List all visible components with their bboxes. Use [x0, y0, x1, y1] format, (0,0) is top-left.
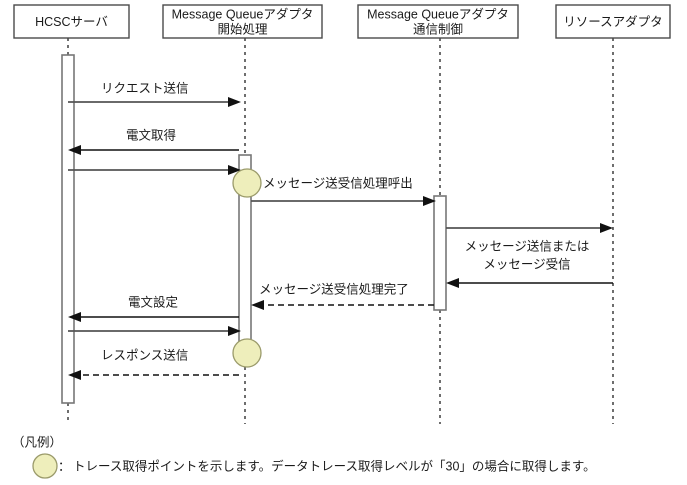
- message-msg-sendrecv-complete: メッセージ送受信処理完了: [251, 281, 434, 310]
- message-telegram-set: 電文設定: [68, 294, 239, 322]
- message-response-send: レスポンス送信: [68, 347, 239, 380]
- lifeline-label-mq-start-line1: Message Queueアダプタ: [172, 6, 314, 21]
- message-request-send: リクエスト送信: [68, 80, 241, 107]
- arrowhead-left-icon: [446, 278, 459, 288]
- message-unlabeled-m9: [68, 326, 241, 336]
- activation-bar-hcsc: [61, 54, 75, 404]
- arrowhead-right-icon: [228, 326, 241, 336]
- arrowhead-left-icon: [251, 300, 264, 310]
- lifeline-box: [13, 4, 130, 39]
- arrowhead-left-icon: [68, 312, 81, 322]
- lifeline-label-mq-start-line2: 開始処理: [217, 22, 268, 36]
- lifeline-box: [162, 4, 323, 39]
- message-label-m1: リクエスト送信: [101, 80, 189, 95]
- message-msg-send-or-receive: メッセージ送信または メッセージ受信: [446, 223, 613, 271]
- lifeline-box: [555, 4, 671, 39]
- message-label-m2: 電文取得: [126, 127, 176, 142]
- lifeline-box: [357, 4, 519, 39]
- message-label-m10: レスポンス送信: [101, 347, 188, 362]
- trace-point-icon: [232, 338, 262, 368]
- arrowhead-right-icon: [228, 97, 241, 107]
- legend-separator: ：: [58, 459, 71, 473]
- message-label-m8: 電文設定: [128, 294, 178, 309]
- arrowhead-right-icon: [228, 165, 241, 175]
- legend-description: トレース取得ポイントを示します。データトレース取得レベルが「30」の場合に取得し…: [73, 458, 596, 473]
- lifeline-label-hcsc: HCSCサーバ: [35, 15, 108, 29]
- message-telegram-get: 電文取得: [68, 127, 239, 155]
- message-label-m5-line1: メッセージ送信または: [465, 238, 590, 253]
- arrowhead-right-icon: [600, 223, 613, 233]
- lifeline-header-mq-start: Message Queueアダプタ 開始処理: [162, 4, 323, 39]
- lifeline-label-mq-comm-line1: Message Queueアダプタ: [367, 6, 509, 21]
- activation-bar-mq-comm: [433, 195, 447, 311]
- message-label-m4: メッセージ送受信処理呼出: [263, 175, 413, 190]
- arrowhead-left-icon: [68, 145, 81, 155]
- message-msg-sendrecv-call: メッセージ送受信処理呼出: [251, 175, 436, 206]
- lifeline-label-resource: リソースアダプタ: [563, 14, 662, 29]
- lifeline-label-mq-comm-line2: 通信制御: [413, 21, 463, 36]
- message-unlabeled-m6: [446, 278, 613, 288]
- message-label-m5-line2: メッセージ受信: [483, 257, 570, 271]
- arrowhead-right-icon: [423, 196, 436, 206]
- message-label-m7: メッセージ送受信処理完了: [259, 281, 409, 296]
- lifeline-header-hcsc: HCSCサーバ: [13, 4, 130, 39]
- legend-trace-point-icon: [32, 453, 58, 479]
- arrowhead-left-icon: [68, 370, 81, 380]
- message-unlabeled-m3: [68, 165, 241, 175]
- lifeline-header-resource: リソースアダプタ: [555, 4, 671, 39]
- trace-point-icon: [232, 168, 262, 198]
- legend-heading: （凡例）: [12, 435, 62, 449]
- lifeline-header-mq-comm: Message Queueアダプタ 通信制御: [357, 4, 519, 39]
